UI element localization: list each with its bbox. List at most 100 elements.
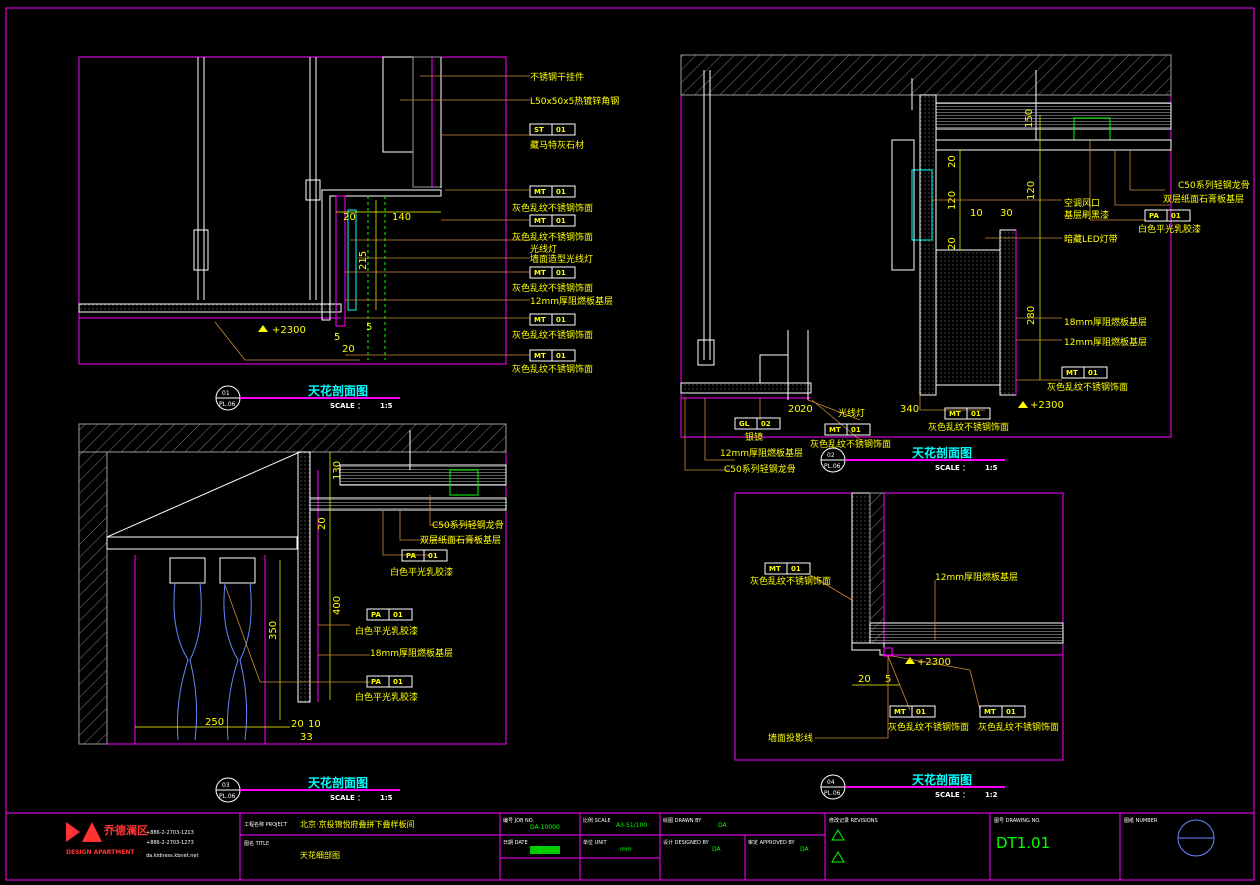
- paper-label: 图纸 NUMBER: [1124, 817, 1158, 824]
- scale-value: 1:5: [380, 794, 393, 802]
- scale-label: 比例 SCALE: [583, 817, 611, 824]
- dim: 33: [300, 732, 313, 743]
- project-value: 北京·京投锦悦府叠拼下叠样板间: [300, 819, 415, 829]
- level-marker-icon: [258, 325, 268, 332]
- callout-label: 银镜: [745, 431, 763, 443]
- svg-text:PA: PA: [406, 552, 416, 560]
- svg-text:MT: MT: [534, 352, 546, 360]
- date-value-highlight: [530, 846, 560, 854]
- material-tag: ST 01: [529, 123, 576, 136]
- svg-text:01: 01: [556, 269, 566, 277]
- callout-label: 灰色乱纹不锈钢饰面: [512, 282, 593, 294]
- callout-label: 12mm厚阻燃板基层: [1064, 336, 1147, 348]
- revision-icon: [831, 829, 845, 841]
- callout-label: 光线灯: [838, 407, 865, 419]
- unit-value: mm: [620, 846, 632, 853]
- svg-text:MT: MT: [894, 708, 906, 716]
- dim: 20: [291, 719, 304, 730]
- dim: 120: [947, 191, 958, 210]
- detail-title: 天花剖面图: [308, 383, 368, 398]
- svg-text:MT: MT: [984, 708, 996, 716]
- company-logo: 乔德澜区 DESIGN APARTMENT: [66, 822, 148, 856]
- svg-text:MT: MT: [829, 426, 841, 434]
- callout-label: 双层纸面石膏板基层: [1163, 193, 1244, 205]
- svg-text:01: 01: [1171, 212, 1181, 220]
- dim: 140: [392, 212, 411, 223]
- callout-label: 暗藏LED灯带: [1064, 233, 1118, 245]
- svg-text:01: 01: [393, 611, 403, 619]
- callout-label: 基层刷黑漆: [1064, 209, 1109, 221]
- unit-label: 单位 UNIT: [583, 839, 607, 846]
- svg-text:MT: MT: [534, 316, 546, 324]
- material-tag: MT 01: [944, 407, 991, 420]
- svg-text:PL.06: PL.06: [824, 463, 841, 470]
- callout-label: 灰色乱纹不锈钢饰面: [512, 231, 593, 243]
- svg-text:01: 01: [971, 410, 981, 418]
- material-tag: MT 01: [529, 266, 576, 279]
- callout-label: 12mm厚阻燃板基层: [935, 571, 1018, 583]
- callout-label: 白色平光乳胶漆: [390, 566, 453, 578]
- callout-label: 藏马特灰石材: [530, 139, 584, 151]
- callout-label: 不锈钢干挂件: [530, 71, 584, 83]
- callout-label: L50x50x5热镀锌角钢: [530, 95, 619, 107]
- dim: 20: [317, 517, 328, 530]
- svg-text:02: 02: [827, 452, 835, 459]
- svg-text:MT: MT: [949, 410, 961, 418]
- callout-label: C50系列轻钢龙骨: [432, 519, 504, 531]
- dim: 250: [205, 717, 224, 728]
- callout-label: 12mm厚阻燃板基层: [720, 447, 803, 459]
- svg-text:PL.06: PL.06: [219, 793, 236, 800]
- callout-label: 12mm厚阻燃板基层: [530, 295, 613, 307]
- scale-label: SCALE ：: [330, 402, 364, 410]
- dim: 20: [858, 674, 871, 685]
- callout-label: 灰色乱纹不锈钢饰面: [1047, 381, 1128, 393]
- svg-text:PA: PA: [1149, 212, 1159, 220]
- sheet-frame: [5, 7, 1255, 881]
- dim: 215: [358, 251, 369, 270]
- wall-hatch: [78, 451, 108, 745]
- svg-text:01: 01: [1006, 708, 1016, 716]
- callout-label: 灰色乱纹不锈钢饰面: [512, 202, 593, 214]
- level-value: +2300: [272, 325, 306, 336]
- callout-label: 18mm厚阻燃板基层: [370, 647, 453, 659]
- title-label: 图名 TITLE: [244, 840, 269, 847]
- svg-text:01: 01: [556, 126, 566, 134]
- scale-value: 1:5: [380, 402, 393, 410]
- title-block: 乔德澜区 DESIGN APARTMENT +886-2-2703-1213 +…: [66, 813, 1215, 880]
- drawing-no-label: 图号 DRAWING NO.: [994, 818, 1041, 824]
- svg-text:01: 01: [556, 352, 566, 360]
- callout-label: 白色平光乳胶漆: [1138, 223, 1201, 235]
- svg-text:03: 03: [222, 782, 230, 789]
- level-value: +2300: [917, 657, 951, 668]
- callout-label: 灰色乱纹不锈钢饰面: [888, 721, 969, 733]
- dim: 350: [268, 621, 279, 640]
- detail-title: 天花剖面图: [912, 445, 972, 460]
- contact-phone: +886-2-2703-1213: [146, 830, 194, 836]
- callout-label: 灰色乱纹不锈钢饰面: [512, 329, 593, 341]
- svg-text:PL.06: PL.06: [824, 790, 841, 797]
- svg-text:ST: ST: [534, 126, 544, 134]
- svg-text:01: 01: [556, 217, 566, 225]
- svg-text:MT: MT: [534, 269, 546, 277]
- dim: 10: [970, 208, 983, 219]
- callout-label: 灰色乱纹不锈钢饰面: [810, 438, 891, 450]
- dim: 20: [800, 404, 813, 415]
- svg-text:01: 01: [851, 426, 861, 434]
- approved-label: 审定 APPROVED BY: [748, 839, 796, 846]
- svg-text:01: 01: [791, 565, 801, 573]
- callout-label: 灰色乱纹不锈钢饰面: [512, 363, 593, 375]
- svg-text:01: 01: [393, 678, 403, 686]
- dim: 150: [1024, 109, 1035, 128]
- callout-label: 白色平光乳胶漆: [355, 625, 418, 637]
- callout-label: C50系列轻钢龙骨: [1178, 179, 1250, 191]
- detail-02: 150 120 20 120 30 10 20 280 340 20 20 +2…: [680, 54, 1250, 475]
- svg-text:01: 01: [556, 316, 566, 324]
